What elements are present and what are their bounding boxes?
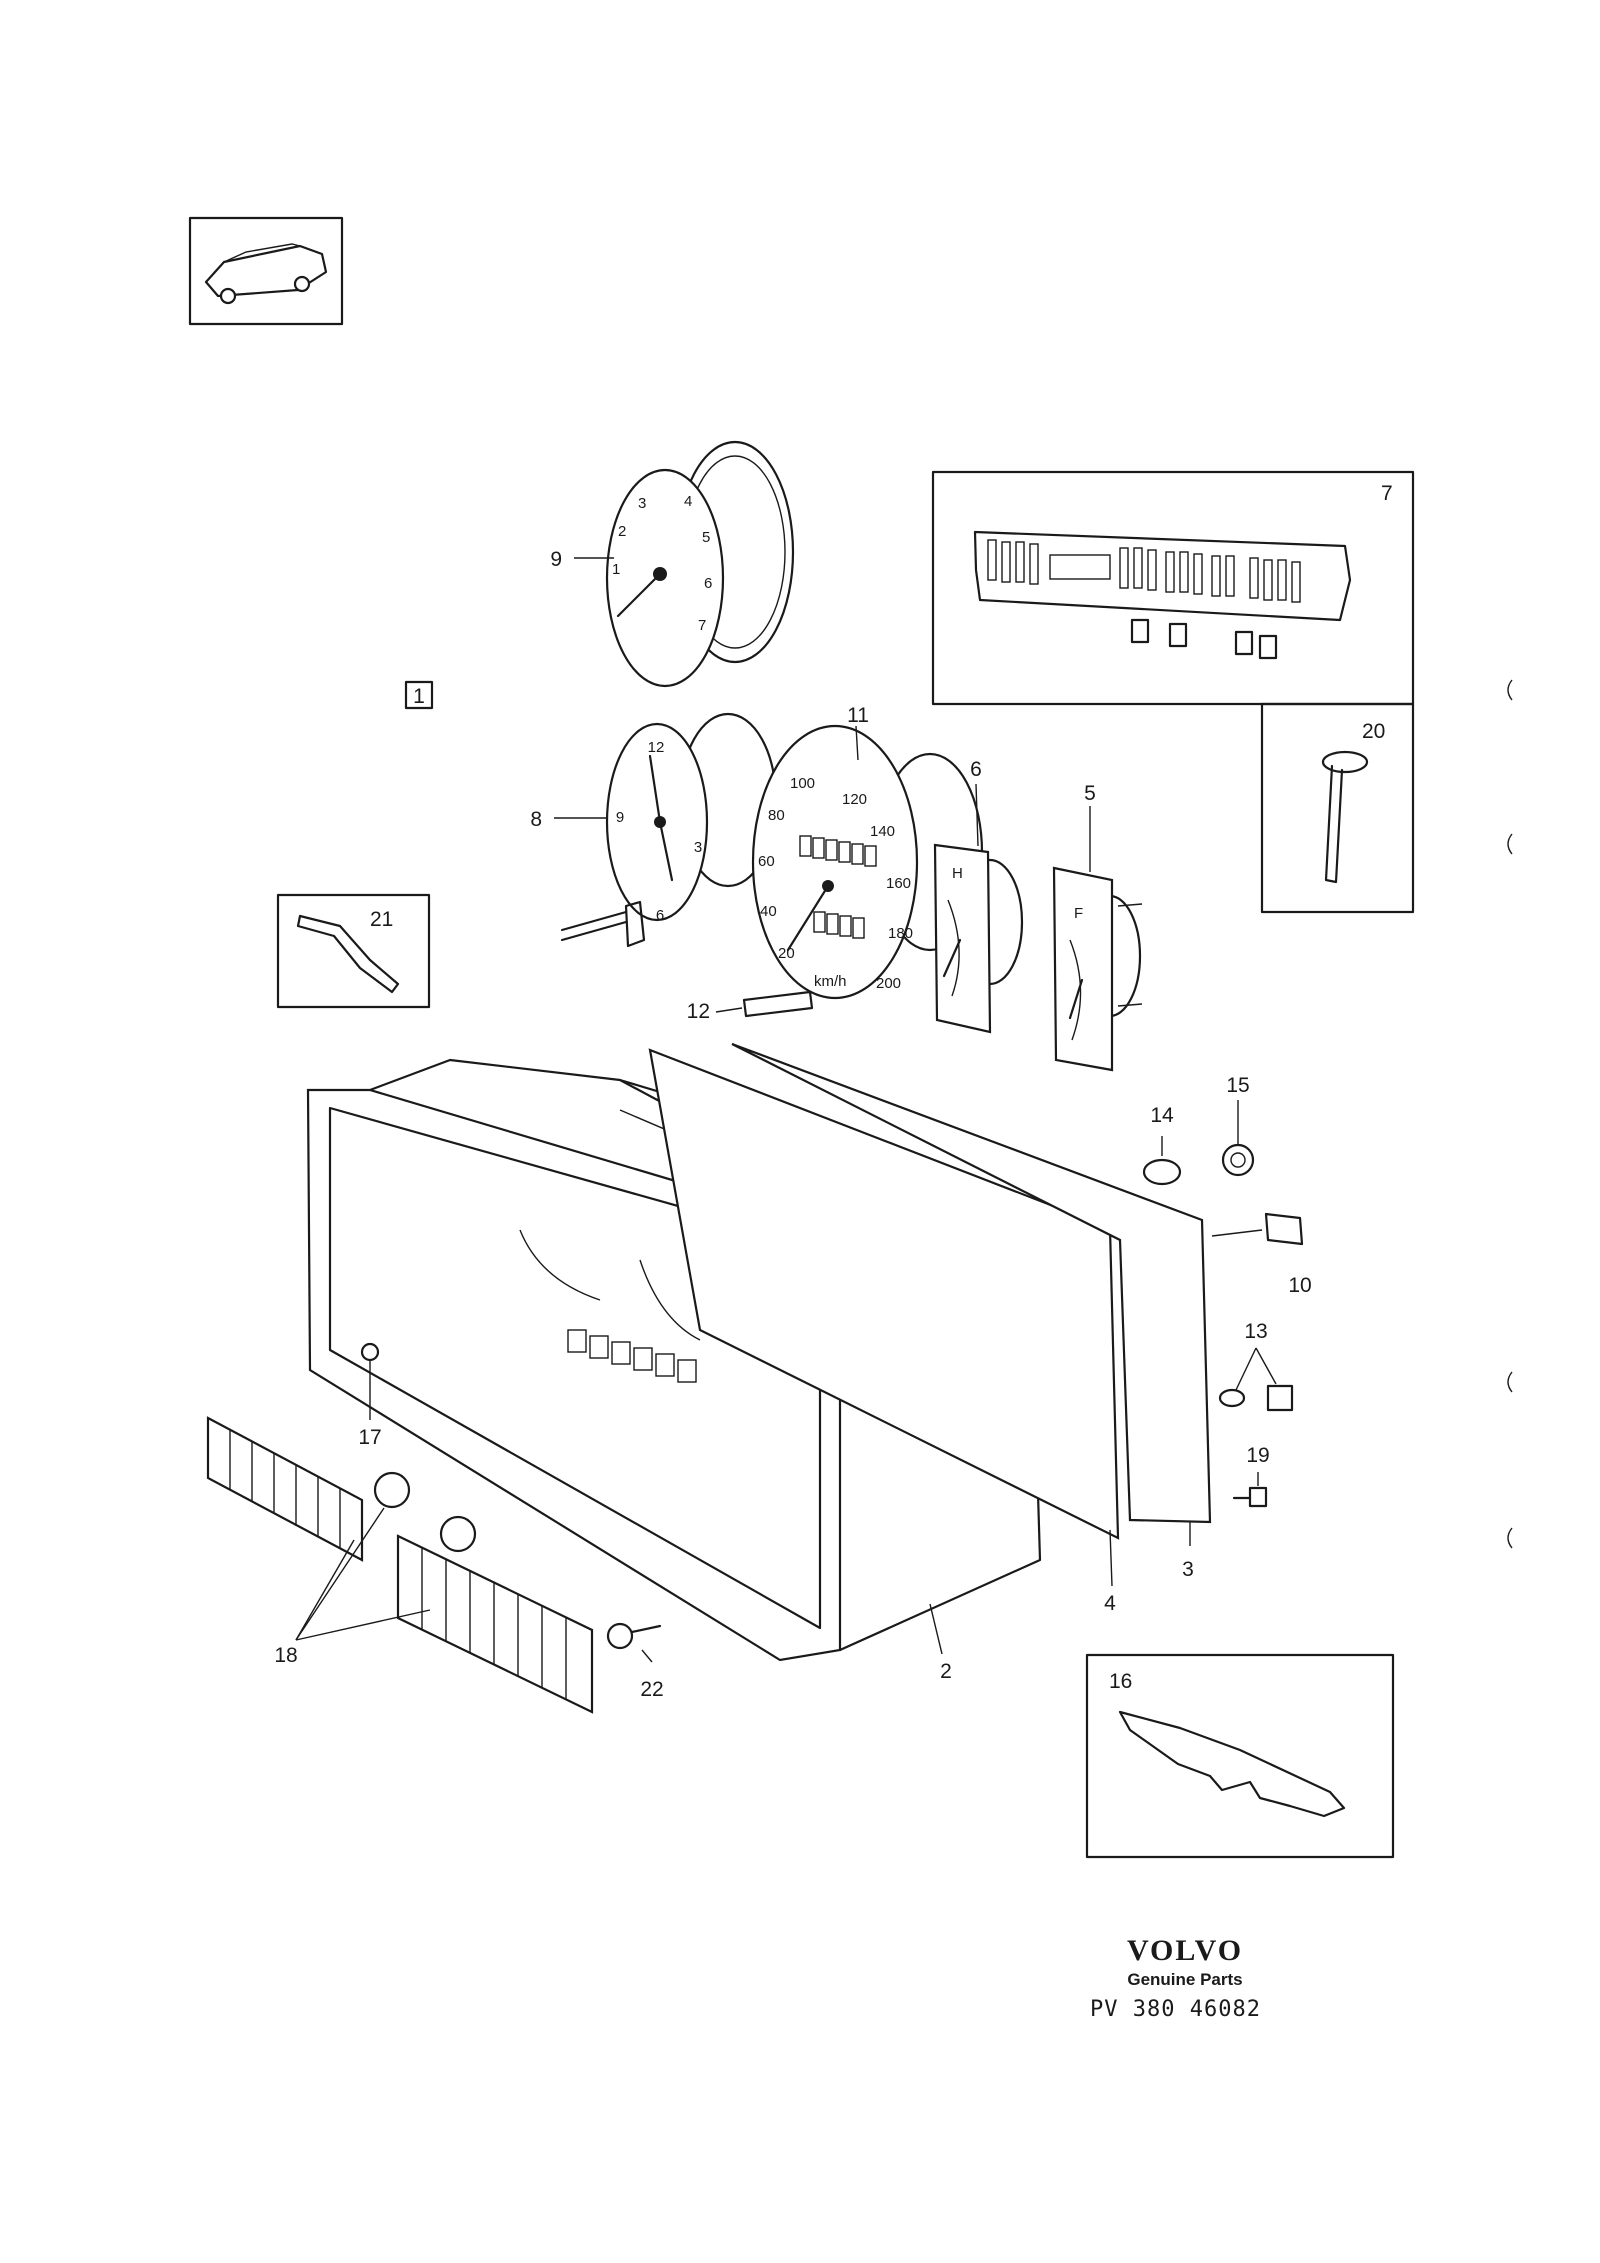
callout-14: 14 bbox=[1150, 1104, 1174, 1127]
tach-2: 2 bbox=[618, 523, 626, 540]
clock-3: 3 bbox=[694, 839, 702, 856]
callout-16: 16 bbox=[1109, 1670, 1132, 1693]
svg-text:1: 1 bbox=[413, 685, 425, 708]
fuel-label: F bbox=[1074, 905, 1083, 922]
callout-10: 10 bbox=[1288, 1274, 1311, 1297]
callout-17: 17 bbox=[358, 1426, 381, 1449]
bulb-set-13: 13 bbox=[1218, 1320, 1294, 1412]
panel-3: 3 bbox=[731, 1042, 1212, 1581]
margin-marks bbox=[1507, 679, 1513, 1549]
speed-120: 120 bbox=[842, 791, 867, 808]
brand-logo: VOLVO bbox=[1126, 1934, 1244, 1967]
speed-160: 160 bbox=[886, 875, 911, 892]
speed-180: 180 bbox=[888, 925, 913, 942]
panel-4: 4 bbox=[648, 1048, 1120, 1615]
speed-40: 40 bbox=[760, 903, 777, 920]
screw-22: 22 bbox=[606, 1622, 664, 1701]
brand-block: VOLVO Genuine Parts bbox=[1080, 1934, 1290, 1992]
callout-21: 21 bbox=[370, 908, 393, 931]
inset-plate: 16 bbox=[1085, 1653, 1395, 1859]
filter-lens-set-18: 18 bbox=[206, 1416, 594, 1714]
callout-4: 4 bbox=[1104, 1592, 1116, 1615]
callout-20: 20 bbox=[1362, 720, 1385, 743]
section-marker: 1 bbox=[404, 680, 434, 710]
callout-19: 19 bbox=[1246, 1444, 1269, 1467]
callout-5: 5 bbox=[1084, 782, 1096, 805]
speed-200: 200 bbox=[876, 975, 901, 992]
clock: 12 3 6 9 8 bbox=[530, 712, 778, 948]
callout-2: 2 bbox=[940, 1660, 952, 1683]
part-number: PV 380 46082 bbox=[1090, 1997, 1261, 2022]
speed-140: 140 bbox=[870, 823, 895, 840]
callout-12: 12 bbox=[687, 1000, 710, 1023]
tach-4: 4 bbox=[684, 493, 692, 510]
temp-label: H bbox=[952, 865, 963, 882]
callout-3: 3 bbox=[1182, 1558, 1194, 1581]
callout-8: 8 bbox=[530, 808, 542, 831]
tach-7: 7 bbox=[698, 617, 706, 634]
clock-12: 12 bbox=[648, 739, 665, 756]
car-thumbnail bbox=[188, 216, 344, 326]
sensor-part: 12 bbox=[687, 990, 814, 1023]
speed-unit: km/h bbox=[814, 973, 847, 990]
callout-22: 22 bbox=[640, 1678, 663, 1701]
callout-6: 6 bbox=[970, 758, 982, 781]
fuel-gauge: F 5 bbox=[1052, 782, 1143, 1072]
callout-13: 13 bbox=[1244, 1320, 1267, 1343]
clock-9: 9 bbox=[616, 809, 624, 826]
inset-printed-circuit: 7 bbox=[931, 470, 1415, 706]
clock-6: 6 bbox=[656, 907, 664, 924]
tach-6: 6 bbox=[704, 575, 712, 592]
callout-11: 11 bbox=[847, 704, 869, 727]
inset-key: 20 bbox=[1260, 702, 1415, 914]
callout-7: 7 bbox=[1381, 482, 1393, 505]
inset-bracket: 21 bbox=[276, 893, 431, 1009]
screw-19: 19 bbox=[1232, 1444, 1270, 1508]
socket-15: 15 bbox=[1221, 1074, 1255, 1177]
tach-3: 3 bbox=[638, 495, 646, 512]
speed-60: 60 bbox=[758, 853, 775, 870]
callout-15: 15 bbox=[1226, 1074, 1249, 1097]
speed-100: 100 bbox=[790, 775, 815, 792]
tachometer: 1 2 3 4 5 6 7 9 bbox=[550, 440, 795, 688]
speed-80: 80 bbox=[768, 807, 785, 824]
callout-18: 18 bbox=[274, 1644, 297, 1667]
brand-tagline: Genuine Parts bbox=[1127, 1970, 1243, 1989]
connector-10: 10 bbox=[1211, 1212, 1312, 1297]
speed-20: 20 bbox=[778, 945, 795, 962]
bulb-14: 14 bbox=[1142, 1104, 1182, 1186]
temp-gauge: H 6 bbox=[933, 758, 1024, 1034]
tach-1: 1 bbox=[612, 561, 620, 578]
tach-5: 5 bbox=[702, 529, 710, 546]
callout-9: 9 bbox=[550, 548, 562, 571]
